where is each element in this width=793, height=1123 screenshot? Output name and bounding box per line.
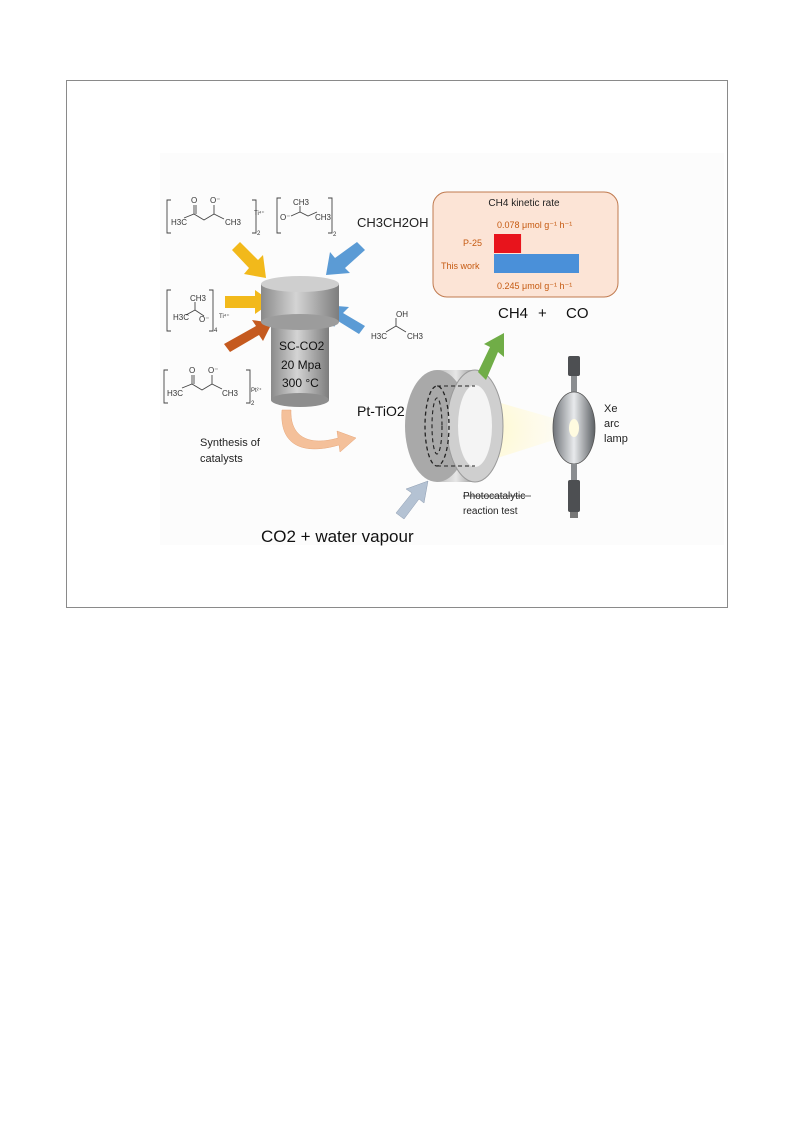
- pt-acac-carbonyl-o: O: [189, 366, 195, 375]
- this-work-label: This work: [441, 261, 480, 271]
- reactor-line3: 300 °C: [282, 376, 319, 390]
- sc-co2-reactor: [261, 276, 339, 407]
- xe-lamp-icon: [552, 356, 596, 518]
- bar-this-work: [494, 254, 579, 273]
- isopropanol-h3c: H3C: [371, 332, 387, 341]
- isopropoxide-mid-structure: CH3 H3C O⁻ 4 Ti⁴⁺: [166, 289, 230, 334]
- arrow-ti-acac-icon: [232, 242, 266, 278]
- isopropoxide-mid-h3c: H3C: [173, 313, 189, 322]
- ti-acac-structure: O O⁻ H3C CH3 2 Ti⁴⁺: [166, 196, 265, 237]
- kinetic-bars: [494, 234, 579, 273]
- this-work-value-text: 0.245 μmol g⁻¹ h⁻¹: [497, 281, 572, 291]
- lamp-label-line3: lamp: [604, 433, 628, 445]
- feed-label: CO2 + water vapour: [261, 527, 414, 546]
- isopropanol-oh: OH: [396, 310, 408, 319]
- arrow-ethanol-icon: [326, 242, 365, 275]
- pt-acac-ion: Pt²⁺: [251, 387, 262, 394]
- photoreactor-ring: [405, 369, 504, 483]
- pt-acac-right-atom: CH3: [222, 389, 239, 398]
- isopropoxide-mid-ion: Ti⁴⁺: [219, 313, 230, 320]
- isopropoxide-mid-ch3: CH3: [190, 294, 207, 303]
- arrow-to-catalyst-icon: [281, 409, 357, 453]
- acac-carbonyl-o: O: [191, 196, 197, 205]
- isopropoxide-mid-o: O⁻: [199, 315, 209, 324]
- pt-acac-count: 2: [251, 401, 255, 407]
- reactor-line2: 20 Mpa: [281, 358, 321, 372]
- isopropanol-ch3: CH3: [407, 332, 424, 341]
- bar-p-25: [494, 234, 522, 253]
- isopropoxide-top-ch3-right: CH3: [315, 213, 332, 222]
- pt-acac-enolate-o: O⁻: [208, 366, 218, 375]
- reaction-label-line1: Photocatalytic: [463, 491, 525, 502]
- isopropoxide-mid-count: 4: [214, 328, 218, 334]
- lamp-label-line2: arc: [604, 418, 620, 430]
- arrow-pt-acac-icon: [224, 320, 272, 352]
- ti-acac-ion: Ti⁴⁺: [254, 210, 265, 217]
- arrow-isopropoxide-mid-icon: [225, 290, 272, 314]
- isopropoxide-top-ch3: CH3: [293, 198, 310, 207]
- p25-value-text: 0.078 μmol g⁻¹ h⁻¹: [497, 220, 572, 230]
- product-co: CO: [566, 305, 589, 322]
- isopropoxide-top-count: 2: [333, 232, 337, 238]
- isopropoxide-top-structure: CH3 O⁻ CH3 2: [276, 197, 337, 238]
- acac-enolate-o: O⁻: [210, 196, 220, 205]
- product-ch4: CH4: [498, 305, 528, 322]
- ethanol-formula: CH3CH2OH: [357, 215, 429, 230]
- arrow-products-icon: [478, 333, 504, 380]
- kinetic-box-title: CH4 kinetic rate: [488, 198, 560, 209]
- reactor-line1: SC-CO2: [279, 339, 325, 353]
- acac-left-atom: H3C: [171, 218, 187, 227]
- p25-label: P-25: [463, 238, 482, 248]
- pt-acac-structure: O O⁻ H3C CH3 2 Pt²⁺: [163, 366, 262, 407]
- pt-acac-left-atom: H3C: [167, 389, 183, 398]
- arrow-feed-icon: [395, 480, 429, 520]
- product-plus: +: [538, 305, 547, 322]
- ti-acac-count: 2: [257, 231, 261, 237]
- catalyst-label: Pt-TiO2: [357, 403, 405, 419]
- isopropanol-structure: OH H3C CH3: [371, 310, 424, 341]
- synthesis-label-line1: Synthesis of: [200, 437, 261, 449]
- synthesis-label-line2: catalysts: [200, 453, 243, 465]
- acac-right-atom: CH3: [225, 218, 242, 227]
- lamp-label-line1: Xe: [604, 403, 617, 415]
- reaction-label-line2: reaction test: [463, 506, 518, 517]
- isopropoxide-top-o: O⁻: [280, 213, 290, 222]
